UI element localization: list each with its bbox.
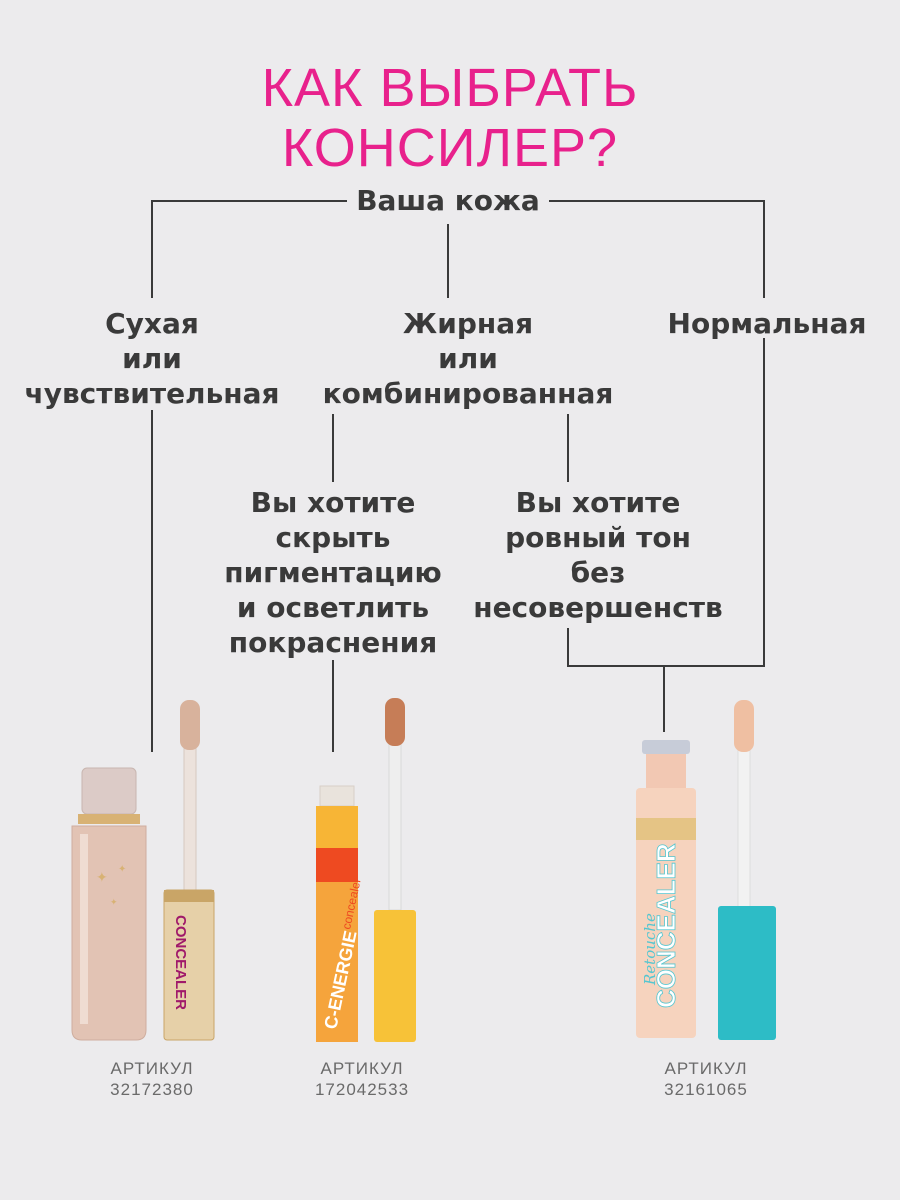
product-3-package-text: CONCEALER [651,843,681,1008]
product-3-article-label: АРТИКУЛ [664,1059,748,1078]
product-2-article: АРТИКУЛ 172042533 [292,1058,432,1100]
product-2-cap [374,910,416,1042]
product-1-concealer: ✦ ✦ ✦ CONCEALER [71,700,215,1041]
node-normal-skin: Нормальная [667,307,867,340]
product-1-bottle-shine [80,834,88,1024]
product-2-article-number: 172042533 [314,1080,410,1099]
title-line-2: КОНСИЛЕР? [281,118,619,178]
product-2-concealer: C-ENERGIE concealer [316,698,416,1042]
product-3-article-number: 32161065 [664,1080,748,1099]
product-2-article-label: АРТИКУЛ [320,1059,404,1078]
node-hide-pigmentation: Вы хотите скрыть пигментацию и осветлить… [224,486,442,659]
node-oily-skin: Жирная или комбинированная [322,307,614,410]
connector-normal-to-product3 [567,338,765,667]
product-2-band [316,848,358,882]
product-1-wand [183,743,197,895]
product-3-wand [737,749,751,911]
product-2-tube [316,882,358,1042]
product-1-package-text: CONCEALER [172,915,189,1010]
product-2-applicator [385,698,405,746]
product-2-tube-top [316,806,358,848]
product-1-gold-band [78,814,140,824]
svg-text:✦: ✦ [110,898,118,908]
product-3-applicator [734,700,754,752]
page-title: КАК ВЫБРАТЬ КОНСИЛЕР? [0,58,900,178]
svg-text:✦: ✦ [96,870,108,886]
product-3-article: АРТИКУЛ 32161065 [636,1058,776,1100]
product-2-wand [388,739,402,911]
svg-text:✦: ✦ [118,864,126,875]
node-even-tone: Вы хотите ровный тон без несовершенств [473,486,723,624]
product-3-cap [718,906,776,1040]
product-3-tube [636,788,696,1038]
product-1-applicator [180,700,200,750]
product-3-neck [642,740,690,754]
node-dry-skin: Сухая или чувствительная [24,307,280,410]
connector-root-to-dry [151,200,347,298]
product-1-bottle-neck [81,767,137,815]
node-root: Ваша кожа [356,184,540,217]
connector-root-to-normal [549,200,765,298]
product-1-article: АРТИКУЛ 32172380 [82,1058,222,1100]
product-1-article-label: АРТИКУЛ [110,1059,194,1078]
product-2-neck [319,785,355,807]
product-1-article-number: 32172380 [110,1080,194,1099]
product-3-thread [646,754,686,788]
product-1-bottle [71,825,147,1041]
product-3-gold-band [636,818,696,840]
product-3-package-subtext: Retouche [641,913,659,986]
title-line-1: КАК ВЫБРАТЬ [261,58,639,118]
product-1-cap-band [164,890,214,902]
product-3-concealer: CONCEALER Retouche [636,700,776,1040]
